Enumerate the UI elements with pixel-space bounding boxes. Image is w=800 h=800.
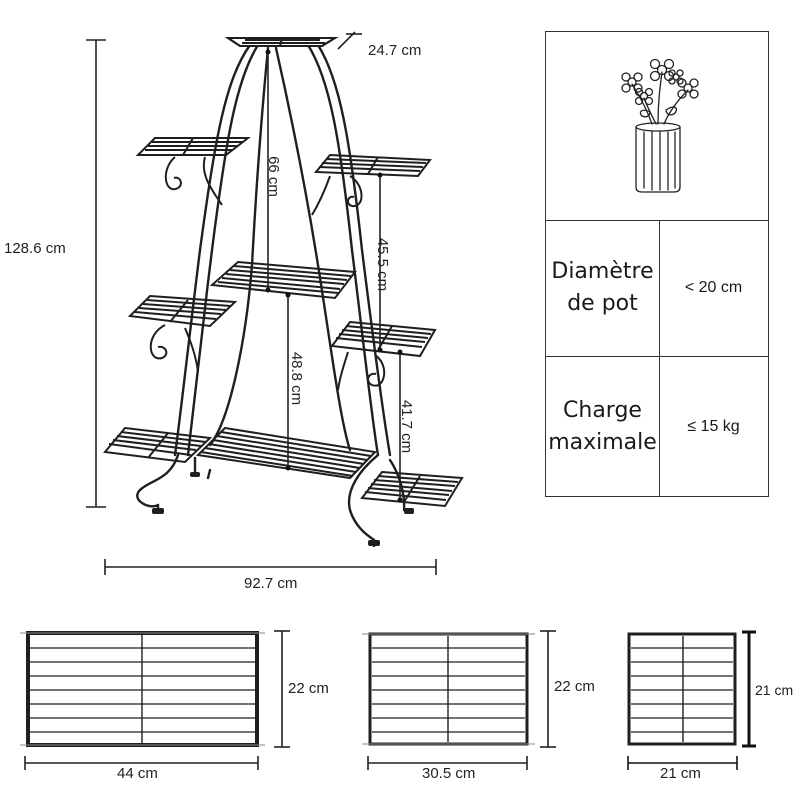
spec-row-max-load: Charge maximale ≤ 15 kg [546,357,768,496]
total-height-label: 128.6 cm [4,240,66,257]
shelf-3-height-label: 21 cm [755,682,794,698]
shelf-1-height-label: 22 cm [288,680,329,697]
shelf-2-width-label: 30.5 cm [422,765,476,782]
pot-diameter-label: Diamètre de pot [546,220,660,356]
shelf-1-width-label: 44 cm [117,765,158,782]
shelf-3-width-label: 21 cm [660,765,701,782]
max-load-label: Charge maximale [546,357,660,496]
total-width-label: 92.7 cm [244,575,298,592]
top-shelf-depth-label: 24.7 cm [368,42,422,59]
pot-diameter-value: < 20 cm [684,279,743,296]
spec-image-cell [546,32,768,221]
inner-height-lower-label: 48.8 cm [288,351,306,406]
max-load-value: ≤ 15 kg [687,417,740,435]
right-spacing-upper-label: 45.5 cm [374,237,392,292]
spec-row-pot-diameter: Diamètre de pot < 20 cm [546,220,768,357]
spec-table: Diamètre de pot < 20 cm Charge maximale … [545,31,769,497]
flower-vase-icon [621,58,699,193]
right-spacing-lower-label: 41.7 cm [398,399,416,454]
shelf-2-height-label: 22 cm [554,678,595,695]
inner-height-upper-label: 66 cm [264,156,282,197]
